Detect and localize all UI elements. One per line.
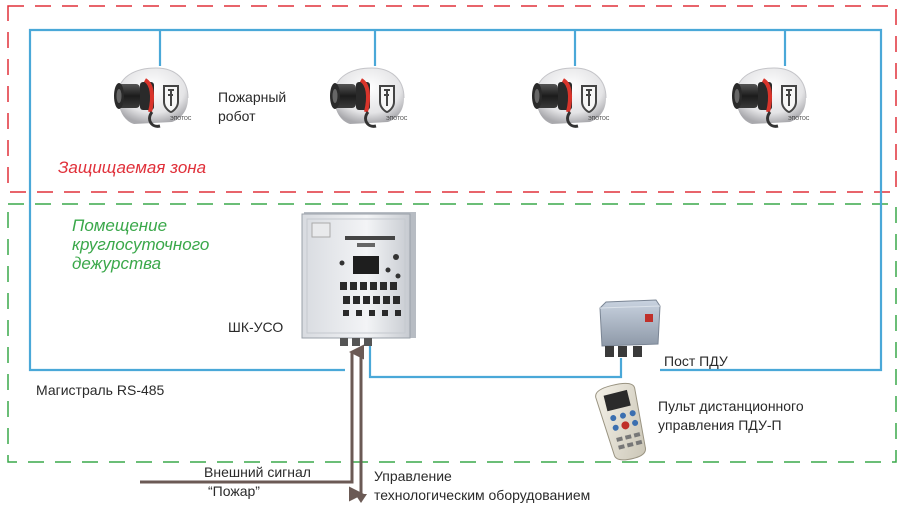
handheld-label-line-1: Пульт дистанционного — [658, 398, 804, 414]
duty-room-border — [7, 203, 897, 463]
fire-robot-label: Пожарный робот — [218, 88, 286, 126]
rs485-bus-label: Магистраль RS-485 — [36, 382, 165, 398]
equipment-control-arrowhead — [355, 494, 367, 503]
external-signal-label: Внешний сигнал “Пожар” — [204, 463, 311, 501]
handheld-remote-icon — [595, 383, 646, 461]
control-cabinet-icon — [301, 212, 416, 346]
duty-room-label-line-1: Помещение — [72, 216, 168, 235]
equipment-control-label-line-2: технологическим оборудованием — [374, 487, 591, 503]
fire-robot-label-line-1: Пожарный — [218, 89, 287, 105]
fire-robot-1-icon — [112, 66, 192, 129]
duty-room-label-line-2: круглосуточного — [72, 235, 210, 254]
fire-robot-2-icon — [328, 66, 408, 129]
handheld-label: Пульт дистанционного управления ПДУ-П — [658, 397, 804, 435]
fire-robot-4-icon — [730, 66, 810, 129]
protected-zone-border — [7, 5, 897, 193]
duty-room-label: Помещение круглосуточного дежурства — [72, 216, 209, 273]
duty-room-label-line-3: дежурства — [72, 254, 162, 273]
controller-label: ШК-УСО — [228, 319, 284, 335]
rs485-bus — [28, 28, 883, 379]
external-signal-line — [140, 344, 364, 484]
external-signal-label-line-1: Внешний сигнал — [204, 464, 311, 480]
control-box-icon — [599, 299, 661, 357]
external-signal-label-line-2: “Пожар” — [208, 483, 260, 499]
handheld-label-line-2: управления ПДУ-П — [658, 417, 782, 433]
fire-robot-label-line-2: робот — [218, 108, 256, 124]
equipment-control-label: Управление технологическим оборудованием — [374, 467, 590, 505]
remote-post-label: Пост ПДУ — [664, 353, 728, 369]
fire-robot-3-icon — [530, 66, 610, 129]
equipment-control-label-line-1: Управление — [374, 468, 452, 484]
protected-zone-label: Защищаемая зона — [58, 158, 207, 177]
